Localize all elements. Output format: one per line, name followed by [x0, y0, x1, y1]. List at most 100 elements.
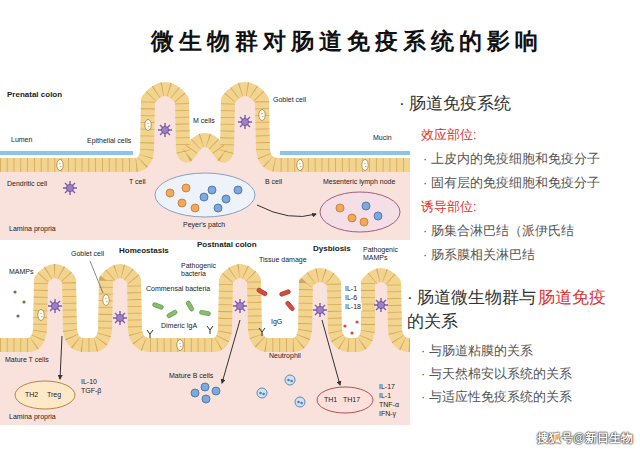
postnatal-panel [103, 295, 109, 306]
cell-label: B cell [264, 178, 283, 186]
cell-label: Goblet cell [70, 250, 105, 258]
postnatal-panel [166, 310, 178, 319]
prenatal-panel [145, 120, 151, 131]
panel-label: Homeostasis [118, 246, 170, 255]
epithelium [0, 271, 410, 345]
prenatal-panel [259, 110, 265, 121]
prenatal-panel [191, 204, 199, 212]
bullet-item: · 与肠道粘膜的关系 [420, 344, 534, 358]
postnatal-panel [212, 387, 220, 395]
postnatal-panel [0, 261, 410, 425]
region-label: Lamina propria [8, 413, 57, 421]
postnatal-panel [285, 375, 295, 385]
mucin-layer [0, 151, 410, 155]
postnatal-panel [177, 340, 183, 351]
prenatal-panel [374, 212, 382, 220]
cell-type-label: TH17 [342, 396, 361, 404]
cytokine-label: IFN-γ [378, 410, 397, 418]
cytokine-label: IL-1 [344, 285, 358, 293]
region-label: Peyer's patch [182, 221, 226, 229]
postnatal-panel [16, 314, 19, 317]
cell-label: M cells [192, 117, 216, 125]
bullet-item: · 与天然棉安以系统的关系 [420, 367, 573, 381]
postnatal-panel [279, 289, 291, 297]
figure-title: 微生物群对肠道免疫系统的影响 [150, 28, 532, 54]
lamina-propria [0, 89, 410, 240]
postnatal-panel [22, 300, 25, 303]
prenatal-panel [214, 204, 222, 212]
migration-arrow [222, 320, 240, 383]
prenatal-panel [362, 160, 368, 171]
bullet-item: · 上皮内的免疫细胞和免疫分子 [422, 152, 601, 166]
prenatal-panel [166, 189, 174, 197]
panel-label: Dysbiosis [312, 244, 352, 253]
epithelial-cell-borders [0, 89, 410, 165]
postnatal-panel [199, 310, 211, 316]
postnatal-panel [259, 328, 265, 336]
migration-arrow [60, 336, 62, 379]
section-label: 效应部位: [420, 128, 477, 142]
postnatal-panel [257, 388, 267, 398]
prenatal-panel [57, 160, 63, 171]
postnatal-panel [207, 326, 213, 334]
migration-arrow [322, 320, 340, 385]
bacteria-label: Pathogenic bacteria [180, 262, 220, 278]
postnatal-panel [48, 299, 62, 313]
prenatal-panel [297, 160, 303, 171]
postnatal-panel [152, 302, 164, 310]
postnatal-panel [186, 300, 195, 312]
prenatal-panel [178, 199, 186, 207]
postnatal-panel [313, 303, 327, 317]
postnatal-panel [233, 299, 247, 313]
watermark: 搜狐号@新日生物 [536, 432, 634, 446]
cytokine-label: TNF-α [378, 401, 400, 409]
postnatal-panel [113, 311, 127, 325]
bullet-item: · 固有层的免疫细胞和免疫分子 [422, 176, 601, 190]
postnatal-panel [285, 301, 295, 312]
prenatal-panel [200, 193, 208, 201]
bullet-heading: · 肠道免疫系统 [398, 94, 512, 114]
peyers-patch [155, 173, 255, 217]
postnatal-panel [202, 395, 210, 403]
bullet-item: · 肠集合淋巴结（派伊氏结 [422, 224, 575, 238]
region-label: Mucin [372, 134, 393, 142]
postnatal-panel [350, 331, 353, 334]
postnatal-panel [256, 288, 268, 297]
cell-label: Goblet cell [272, 96, 307, 104]
region-label: Mesenteric lymph node [322, 178, 396, 186]
postnatal-panel [295, 397, 305, 407]
bullet-item: · 肠系膜相关淋巴结 [422, 248, 536, 262]
highlight-text: 肠道免疫 [537, 288, 607, 308]
effector-t-cell-node [317, 387, 373, 413]
lamina-propria [0, 271, 410, 425]
panel-label: Prenatal colon [6, 90, 63, 99]
prenatal-panel [234, 186, 242, 194]
postnatal-panel [191, 389, 199, 397]
molecule-label: Pathogenic MAMPs [362, 246, 404, 262]
cell-label: Neutrophil [268, 352, 302, 360]
mamp-dot [13, 290, 16, 293]
prenatal-panel [182, 184, 190, 192]
bacteria-label: Commensal bacteria [145, 285, 211, 293]
cell-type-label: TH1 [323, 396, 338, 404]
prenatal-panel [63, 181, 77, 195]
cytokine-label: IL-18 [344, 303, 362, 311]
bullet-item: · 与适应性免疫系统的关系 [420, 390, 573, 404]
epithelial-cell-borders [0, 271, 410, 345]
pathogenic-mamp [343, 324, 346, 327]
panel-label: Postnatal colon [196, 240, 258, 249]
cell-type-label: Treg [46, 391, 62, 399]
prenatal-panel [0, 89, 410, 240]
migration-arrow [257, 205, 316, 217]
prenatal-panel [208, 186, 216, 194]
prenatal-panel [238, 115, 252, 129]
cell-label: Epithelial cells [86, 137, 132, 145]
postnatal-panel [355, 320, 358, 323]
prenatal-panel [158, 123, 172, 137]
prenatal-panel [362, 202, 370, 210]
cell-label: Mature T cells [4, 356, 50, 364]
antibody-label: Dimeric IgA [160, 322, 198, 330]
postnatal-panel [201, 383, 209, 391]
mesenteric-lymph-node [320, 192, 400, 232]
region-label: Lumen [10, 136, 33, 144]
